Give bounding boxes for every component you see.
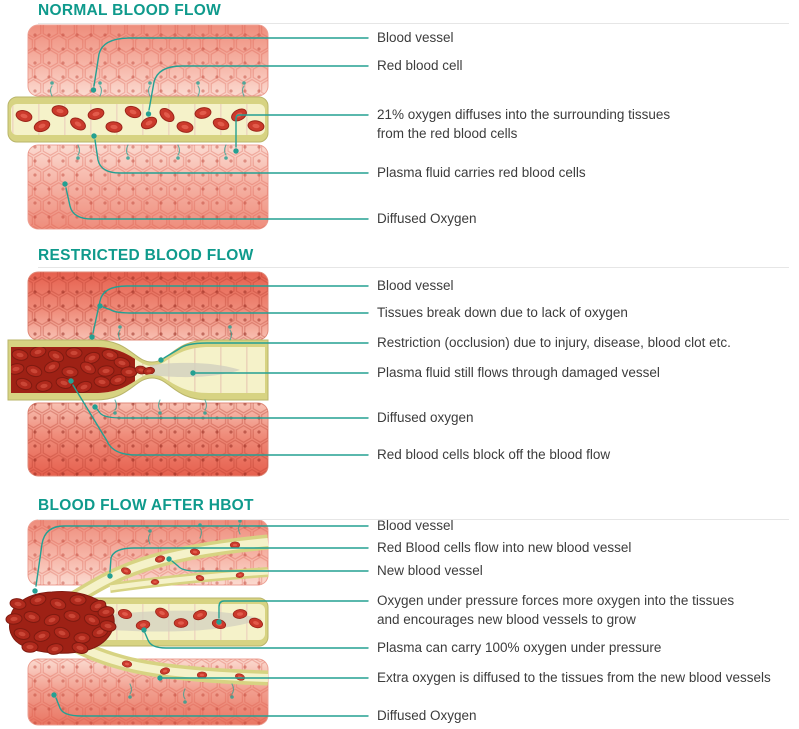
label-plasma-100-oxygen: Plasma can carry 100% oxygen under press… — [377, 640, 662, 655]
red-blood-cell-clot-graphic — [5, 591, 118, 657]
illustration-normal-blood-flow — [7, 24, 369, 230]
label-plasma-still-flows: Plasma fluid still flows through damaged… — [377, 365, 660, 380]
label-diffused-oxygen: Diffused Oxygen — [377, 211, 477, 226]
label-plasma-fluid: Plasma fluid carries red blood cells — [377, 165, 586, 180]
label-blood-vessel: Blood vessel — [377, 518, 454, 533]
section-blood-flow-after-hbot: BLOOD FLOW AFTER HBOT Blood vessel Red B… — [0, 492, 799, 729]
diffused-oxygen-marks — [49, 81, 246, 160]
title-underline — [38, 267, 789, 268]
tissue-top-graphic — [27, 519, 269, 586]
label-cells-block-flow: Red blood cells block off the blood flow — [377, 447, 611, 462]
leader-lines — [32, 525, 369, 717]
section-title: RESTRICTED BLOOD FLOW — [38, 247, 254, 264]
label-blood-vessel: Blood vessel — [377, 30, 454, 45]
tissue-top-graphic — [27, 24, 269, 97]
label-restriction-occlusion: Restriction (occlusion) due to injury, d… — [377, 335, 731, 350]
label-red-blood-cell: Red blood cell — [377, 58, 463, 73]
tissue-bottom-graphic — [27, 144, 269, 230]
label-diffused-oxygen: Diffused Oxygen — [377, 708, 477, 723]
illustration-blood-flow-after-hbot — [5, 519, 369, 726]
diffused-oxygen-marks — [113, 325, 233, 415]
leader-lines — [62, 37, 369, 220]
label-new-blood-vessel: New blood vessel — [377, 563, 483, 578]
tissue-top-graphic — [27, 271, 269, 341]
label-cells-flow-new-vessel: Red Blood cells flow into new blood vess… — [377, 540, 632, 555]
illustration-restricted-blood-flow — [7, 271, 369, 477]
section-normal-blood-flow: NORMAL BLOOD FLOW Blood vessel Red blood… — [0, 0, 799, 243]
section-restricted-blood-flow: RESTRICTED BLOOD FLOW Blood vessel Tissu… — [0, 243, 799, 492]
section-title: NORMAL BLOOD FLOW — [38, 2, 222, 19]
label-oxygen-under-pressure: Oxygen under pressure forces more oxygen… — [377, 593, 735, 627]
label-blood-vessel: Blood vessel — [377, 278, 454, 293]
section-title: BLOOD FLOW AFTER HBOT — [38, 497, 254, 514]
label-tissues-break-down: Tissues break down due to lack of oxygen — [377, 305, 628, 320]
label-diffused-oxygen: Diffused oxygen — [377, 410, 474, 425]
label-extra-oxygen-diffused: Extra oxygen is diffused to the tissues … — [377, 670, 771, 685]
blood-vessel-graphic — [7, 96, 269, 143]
tissue-bottom-graphic — [27, 402, 269, 477]
title-underline — [38, 519, 789, 520]
label-oxygen-diffuses: 21% oxygen diffuses into the surrounding… — [377, 107, 671, 141]
title-underline — [38, 23, 789, 24]
leader-lines — [68, 285, 369, 456]
